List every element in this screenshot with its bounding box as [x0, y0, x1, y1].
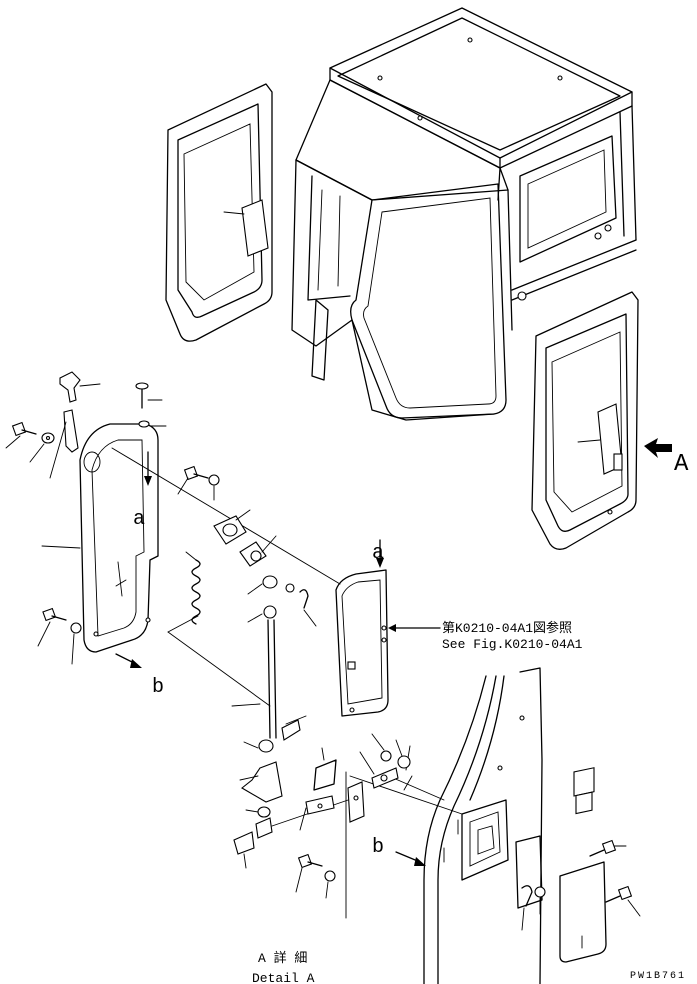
bolt-1 [5, 421, 37, 449]
bolt-5 [295, 853, 323, 893]
latch-bracket [299, 733, 411, 919]
view-a-label: A [674, 451, 689, 478]
callout-b-left: b [152, 676, 164, 699]
right-door [531, 291, 639, 550]
callout-b-lower: b [372, 836, 384, 859]
drawing-id: PW1B761 [630, 971, 686, 982]
reference-en: See Fig.K0210-04A1 [442, 637, 583, 652]
callout-a-left: a [133, 508, 145, 531]
bolt-2 [135, 382, 163, 409]
view-a-arrow: A [644, 438, 689, 478]
cab-frame [291, 7, 637, 421]
reference-jp: 第K0210-04A1図参照 [442, 620, 572, 636]
left-door [165, 83, 273, 342]
callout-a-plate: a [372, 542, 384, 565]
linkage-parts [111, 447, 355, 899]
frame-bolts [377, 37, 612, 301]
cover-assembly: a b [41, 423, 164, 699]
bolt-3 [37, 607, 67, 647]
mounting-plate: a [335, 539, 441, 717]
detail-caption-en: Detail A [252, 971, 315, 984]
bolt-6 [589, 839, 627, 857]
striker-assembly [521, 767, 641, 963]
bolt-7 [605, 885, 641, 917]
bolt-4 [177, 465, 209, 495]
lever-parts [5, 371, 167, 665]
detail-caption-jp: A 詳 細 [258, 950, 307, 966]
body-panel: b [349, 667, 543, 984]
